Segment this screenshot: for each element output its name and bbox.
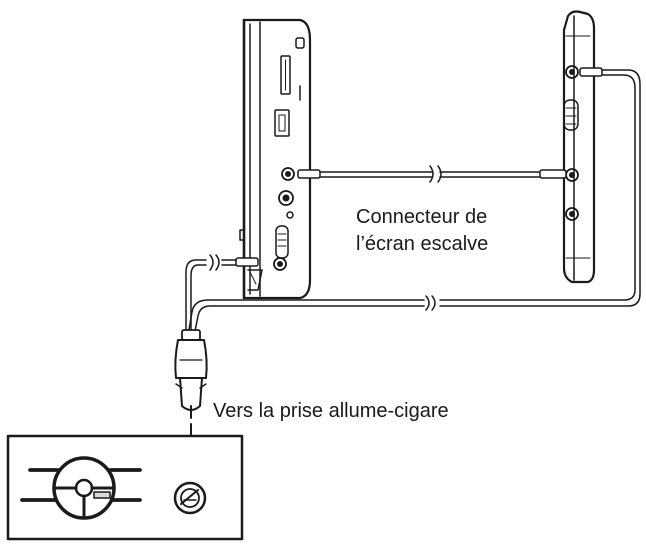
- slave-screen-icon: [562, 10, 596, 284]
- connector-label-line-2: l’écran escalve: [356, 233, 489, 255]
- power-cable-player: [185, 254, 259, 337]
- steering-wheel-icon: [20, 456, 142, 520]
- connector-label-line-1: Connecteur de: [356, 206, 488, 228]
- car-dashboard-icon: [6, 434, 244, 541]
- car-adapter-plug-icon: [174, 329, 208, 419]
- cigarette-socket-label: Vers la prise allume-cigare: [213, 400, 449, 422]
- av-cable: [297, 165, 567, 183]
- lighter-socket-icon: [173, 481, 207, 515]
- power-cable-screen: [187, 67, 641, 337]
- main-player-icon: [239, 18, 312, 300]
